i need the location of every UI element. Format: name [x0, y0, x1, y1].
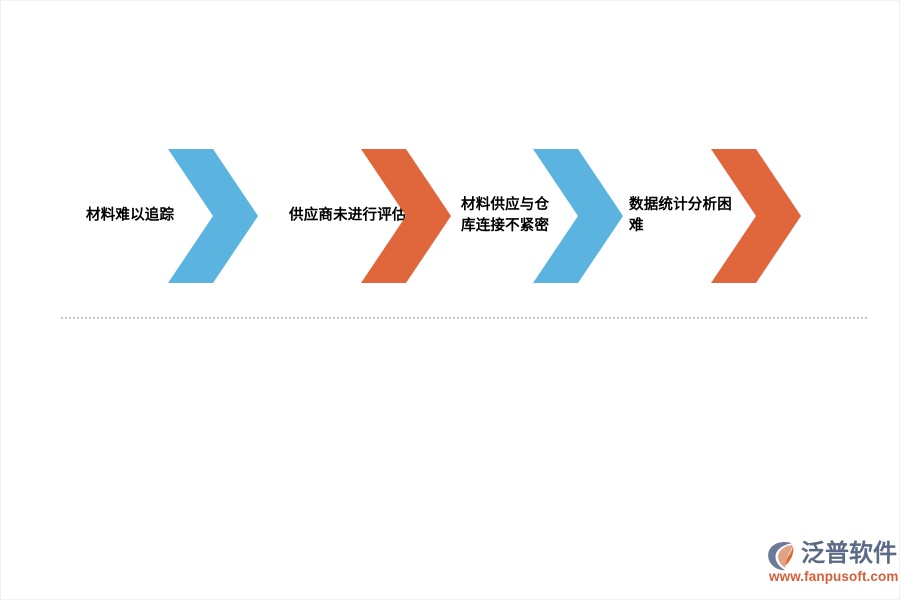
chevron-blue-icon-1 [168, 149, 258, 283]
brand-website: www.fanpusoft.com [769, 569, 899, 584]
flow-step-2-label: 供应商未进行评估 [289, 207, 407, 224]
chevron-orange-icon-4 [711, 149, 801, 283]
brand-name: 泛普软件 [801, 540, 897, 567]
fanpu-arc-leaf-icon [767, 541, 800, 571]
flow-step-3-label: 材料供应与仓库连接不紧密 [461, 196, 550, 234]
chevron-blue-icon-3 [533, 149, 623, 283]
dotted-divider [61, 317, 867, 320]
flow-step-2[interactable]: 供应商未进行评估 [289, 149, 461, 283]
flow-step-3[interactable]: 材料供应与仓库连接不紧密 [461, 149, 633, 283]
flow-step-1-label: 材料难以追踪 [86, 207, 175, 224]
flow-step-4[interactable]: 数据统计分析困难 [629, 149, 811, 283]
process-flow-row: 材料难以追踪 供应商未进行评估 材料供应与仓库连接不紧密 [1, 149, 899, 283]
flow-step-1[interactable]: 材料难以追踪 [86, 149, 258, 283]
flow-step-4-label: 数据统计分析困难 [629, 196, 732, 234]
brand-logo[interactable]: 泛普软件 www.fanpusoft.com [767, 539, 898, 585]
chevron-orange-icon-2 [361, 149, 451, 283]
